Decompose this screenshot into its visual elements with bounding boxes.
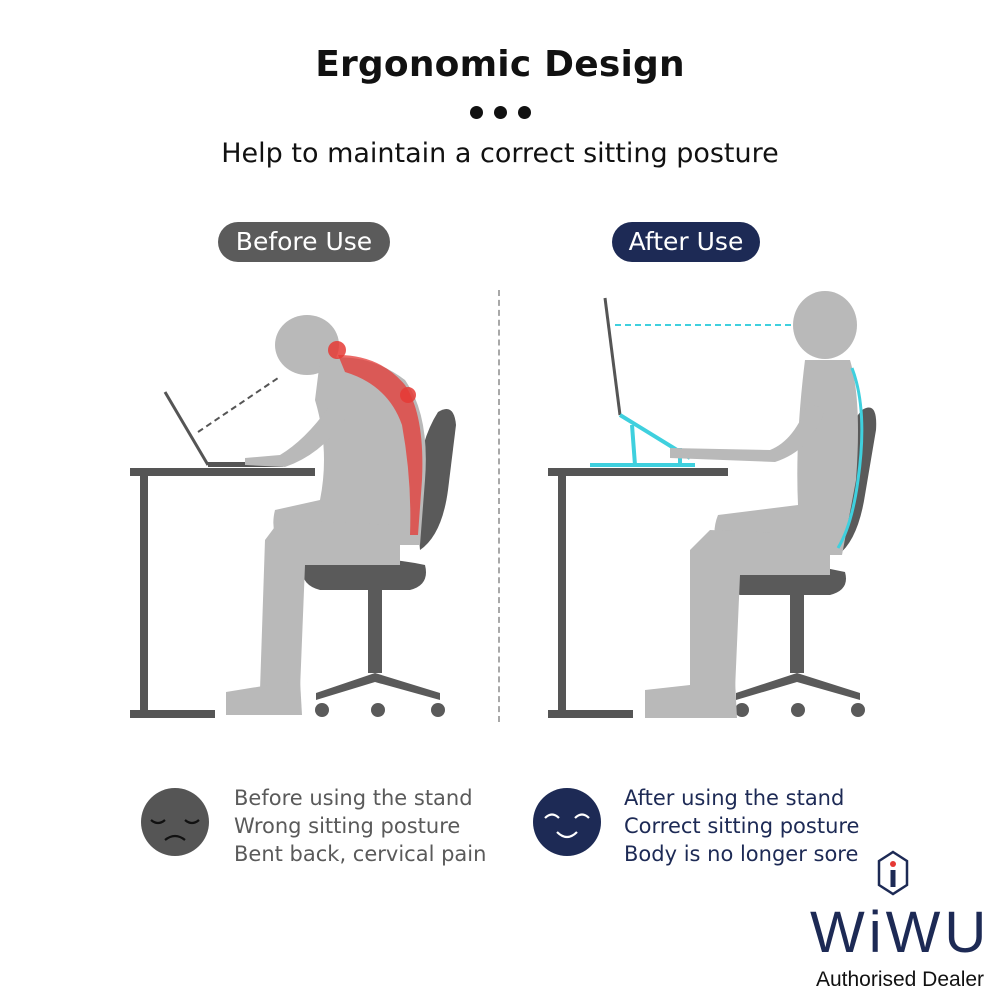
desk-foot [130,710,215,718]
separator-dots [470,106,532,120]
person-foot [645,680,737,718]
laptop-screen [163,391,210,466]
happy-face-icon [533,788,601,856]
wiwu-logo: WiWU Authorised Dealer [800,848,996,998]
desk-leg [140,476,148,716]
dot [470,106,483,119]
desk-top [548,468,728,476]
chair-wheel [791,703,805,717]
sad-face-icon [141,788,209,856]
chair-wheel [431,703,445,717]
before-posture-illustration [130,315,456,718]
desk-foot [548,710,633,718]
after-caption-line: Correct sitting posture [624,814,860,838]
chair-wheel [315,703,329,717]
before-caption-line: Bent back, cervical pain [234,842,487,866]
page-title: Ergonomic Design [315,44,685,85]
after-posture-illustration [548,291,877,718]
after-caption: After using the stand Correct sitting po… [624,784,859,868]
person-legs [260,520,400,690]
person-arm [245,408,345,467]
dot [494,106,507,119]
person-head [793,291,857,359]
after-use-badge: After Use [612,222,760,262]
before-use-badge: Before Use [218,222,390,262]
person-legs [690,530,830,690]
brand-name: WiWU [810,900,991,965]
wiwu-mark-icon [877,850,909,896]
desk-top [130,468,315,476]
chair-seat [301,558,426,590]
after-caption-line: Body is no longer sore [624,842,859,866]
dot [518,106,531,119]
chair-wheel [371,703,385,717]
chair-post [368,588,382,673]
before-caption-line: Before using the stand [234,786,473,810]
back-pain-point [400,387,416,403]
person-arm [670,402,825,462]
page-subtitle: Help to maintain a correct sitting postu… [221,138,779,169]
chair-post [790,593,804,673]
desk-leg [558,476,566,716]
person-foot [226,680,302,715]
laptop-stand [590,413,695,467]
after-caption-line: After using the stand [624,786,845,810]
before-caption: Before using the stand Wrong sitting pos… [234,784,486,868]
center-divider [498,290,500,722]
sight-line [197,377,279,433]
person-body [273,357,426,545]
laptop-screen [603,297,622,416]
chair-wheel [851,703,865,717]
before-caption-line: Wrong sitting posture [234,814,461,838]
neck-pain-point [328,341,346,359]
person-back-highlight [338,355,423,535]
chair-base [736,673,860,700]
back-support-outline [836,367,864,549]
chair-wheel [735,703,749,717]
dealer-tagline: Authorised Dealer [815,968,985,991]
chair-base [316,673,440,700]
